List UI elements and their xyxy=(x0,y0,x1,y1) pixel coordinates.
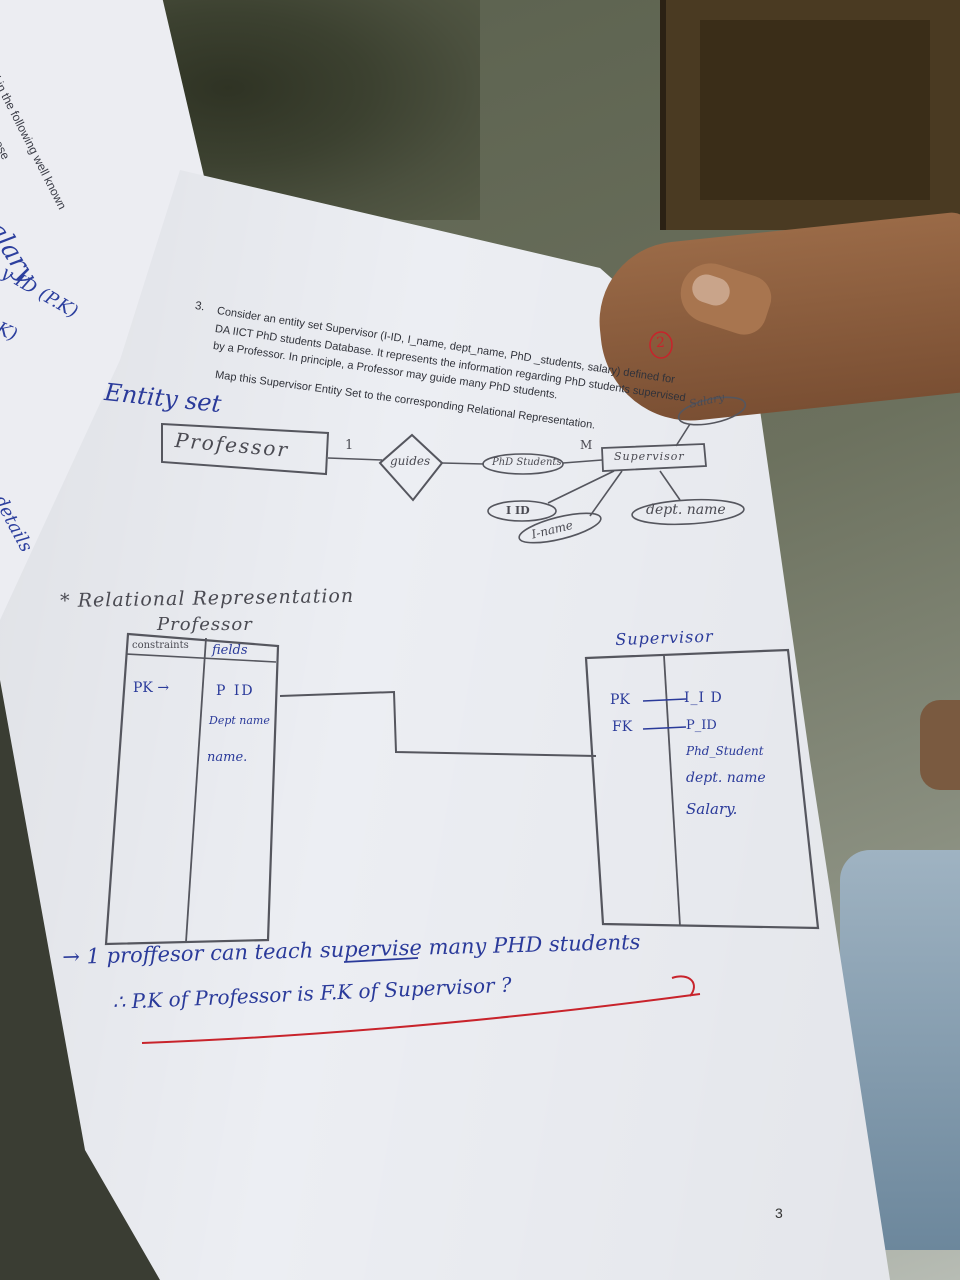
guides-relationship-diamond xyxy=(378,433,444,502)
professor-fields-header: fields xyxy=(212,643,248,658)
i-id-attribute xyxy=(487,500,557,522)
wooden-table-shadow xyxy=(700,20,930,200)
red-loop xyxy=(671,975,695,997)
supervisor-entity-box xyxy=(601,443,707,472)
phd-students-attribute-label: PhD Students xyxy=(492,457,562,468)
er-line-2 xyxy=(441,462,485,465)
professor-field-dept-name: Dept name xyxy=(209,714,270,727)
supervisor-entity-label: Supervisor xyxy=(614,450,685,463)
i-name-attribute xyxy=(518,512,602,544)
supervisor-field-pid: P_ID xyxy=(686,718,717,733)
dept-name-attribute xyxy=(631,498,745,526)
cardinality-many: M xyxy=(580,438,593,452)
professor-field-pid: P ID xyxy=(216,683,255,699)
foot-background xyxy=(920,700,960,790)
mark-circle xyxy=(649,331,673,359)
supervisor-field-dept-name: dept. name xyxy=(686,770,766,786)
er-line-1 xyxy=(327,457,383,461)
supervisor-pk-constraint: PK xyxy=(610,692,630,708)
professor-pk-constraint: PK → xyxy=(133,680,170,696)
cardinality-one: 1 xyxy=(345,438,354,453)
salary-attribute xyxy=(677,396,747,426)
supervisor-fk-constraint: FK xyxy=(612,719,633,735)
professor-table-column-divider xyxy=(185,637,207,943)
supervisor-table-title: Supervisor xyxy=(615,626,714,649)
professor-entity-box xyxy=(161,422,330,476)
er-line-4 xyxy=(675,423,691,447)
supervisor-table-column-divider xyxy=(663,655,681,927)
page-number: 3 xyxy=(775,1205,783,1221)
professor-constraints-header: constraints xyxy=(132,640,189,651)
red-underline xyxy=(141,993,701,1044)
professor-table-title: Professor xyxy=(157,614,253,635)
supervisor-field-iid: I_I D xyxy=(684,690,723,706)
er-line-7 xyxy=(659,470,681,501)
supervisor-table xyxy=(584,648,820,930)
professor-table xyxy=(104,632,280,946)
er-line-5 xyxy=(547,470,615,504)
i-id-attribute-label: I ID xyxy=(506,504,530,517)
phd-students-attribute xyxy=(482,453,564,475)
question-mark-number: 2 xyxy=(656,335,665,351)
dept-name-attribute-label: dept. name xyxy=(646,502,726,518)
pk-pointer-line xyxy=(642,698,687,702)
professor-table-header-line xyxy=(125,653,277,663)
teach-strikethrough xyxy=(343,957,419,963)
er-line-6 xyxy=(589,470,623,517)
supervisor-field-phd-student: Phd_Student xyxy=(686,744,764,758)
er-line-3 xyxy=(562,459,603,464)
foreign-key-connector xyxy=(279,690,597,757)
guides-label: guides xyxy=(390,454,431,468)
supervisor-field-salary: Salary. xyxy=(686,800,738,818)
fk-pointer-line xyxy=(642,726,687,730)
professor-field-name: name. xyxy=(207,750,248,765)
